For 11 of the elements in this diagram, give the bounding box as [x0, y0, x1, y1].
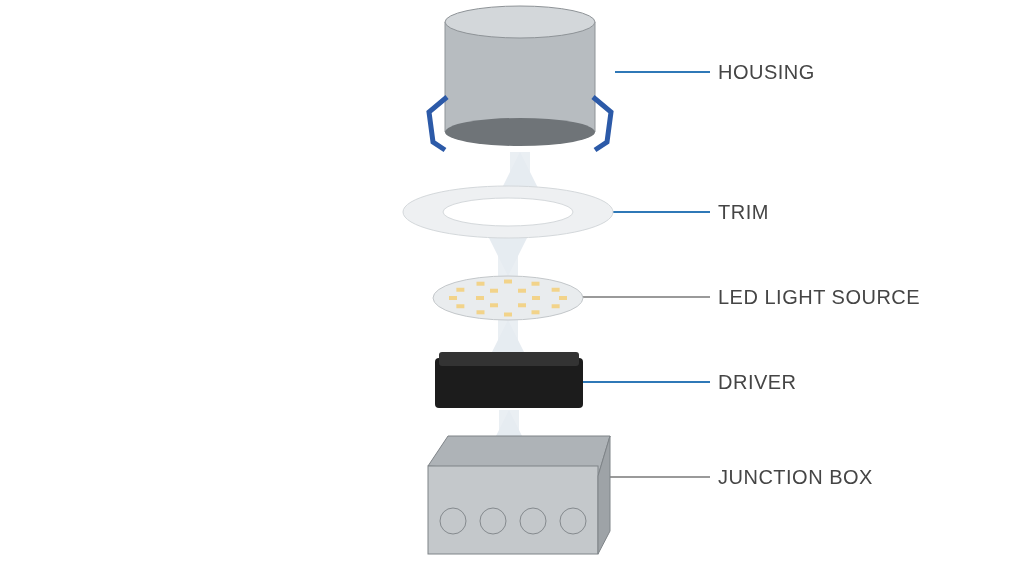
assembly-arrow	[488, 236, 528, 276]
leader-line	[614, 71, 711, 73]
part-label: LED LIGHT SOURCE	[718, 285, 922, 309]
leader-line	[582, 296, 711, 298]
leader-line	[609, 476, 711, 478]
leader-line	[582, 381, 711, 383]
part-label: TRIM	[718, 200, 770, 224]
leader-line	[612, 211, 711, 213]
part-label: DRIVER	[718, 370, 798, 394]
part-label: JUNCTION BOX	[718, 465, 874, 489]
part-label: HOUSING	[718, 60, 816, 84]
